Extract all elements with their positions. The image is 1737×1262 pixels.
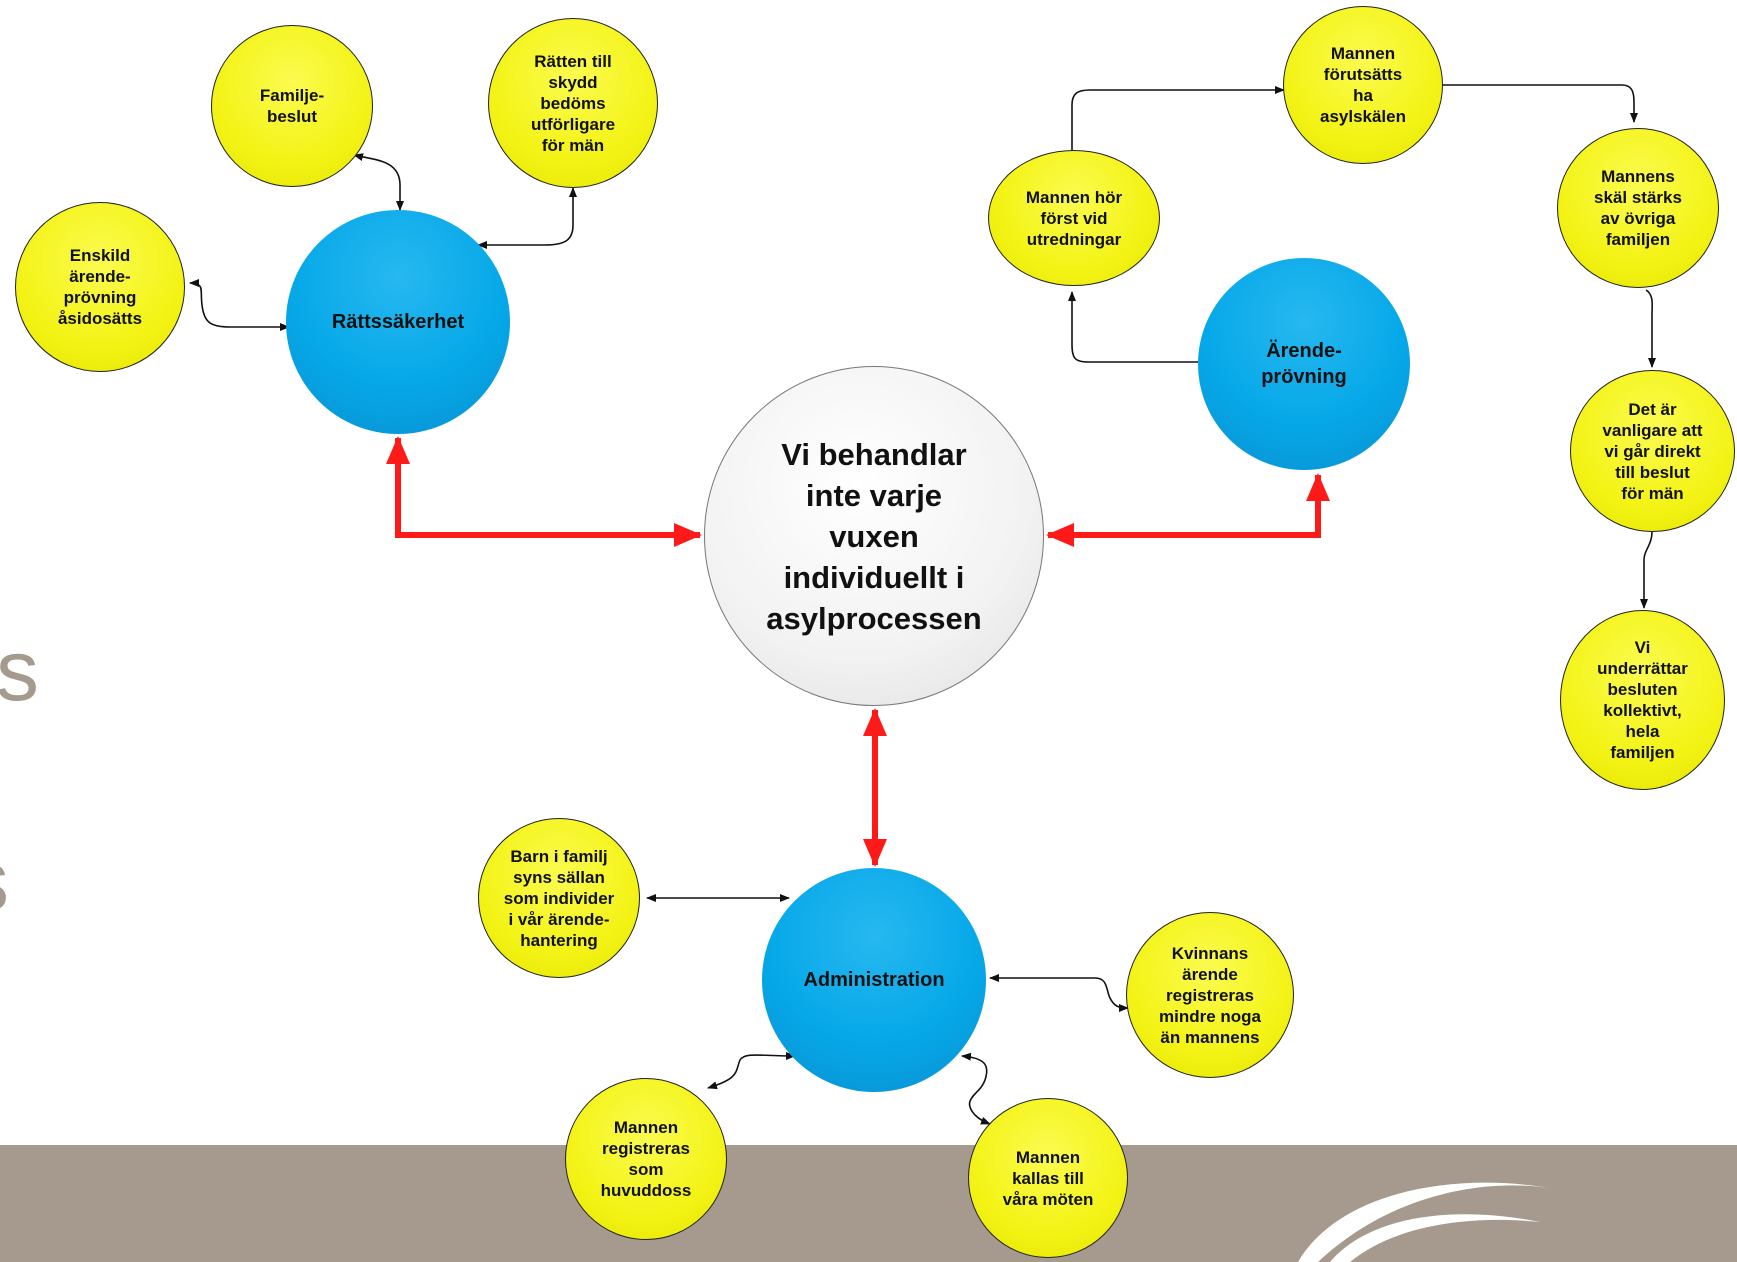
link-mannen-registreras — [707, 1051, 796, 1090]
hub-rattssakerhet[interactable]: Rättssäkerhet — [286, 210, 510, 434]
leaf-kvinnans-arende[interactable]: Kvinnans ärende registreras mindre noga … — [1126, 912, 1294, 1078]
hub-administration[interactable]: Administration — [762, 868, 986, 1092]
link-arende-mannen-hor — [1068, 291, 1198, 363]
leaf-mannen-hor-forst[interactable]: Mannen hör först vid utredningar — [988, 150, 1160, 286]
link-arendeprovning-center — [1046, 473, 1330, 547]
link-mannen-hor-forutsatts — [1071, 86, 1285, 158]
leaf-ratten-till-skydd[interactable]: Rätten till skydd bedöms utförligare för… — [488, 18, 658, 188]
link-kvinnans-arende — [989, 974, 1129, 1012]
leaf-underrattar[interactable]: Vi underrättar besluten kollektivt, hela… — [1560, 610, 1725, 790]
background-letter-1: s — [0, 623, 39, 719]
link-vanligare-underrattar — [1640, 531, 1653, 609]
leaf-vanligare-direkt[interactable]: Det är vanligare att vi går direkt till … — [1570, 370, 1735, 532]
link-enskild — [189, 279, 290, 331]
leaf-mannen-registreras[interactable]: Mannen registreras som huvuddoss — [565, 1078, 727, 1240]
link-ratten-till-skydd — [477, 187, 577, 249]
leaf-mannen-kallas[interactable]: Mannen kallas till våra möten — [968, 1098, 1128, 1258]
leaf-familjebeslut[interactable]: Familje- beslut — [211, 25, 373, 187]
center-node[interactable]: Vi behandlar inte varje vuxen individuel… — [704, 366, 1044, 706]
link-familjebeslut — [353, 153, 404, 211]
link-mannens-skal-vanligare — [1645, 289, 1656, 368]
leaf-barn-i-familj[interactable]: Barn i familj syns sällan som individer … — [478, 818, 640, 978]
leaf-mannen-forutsatts[interactable]: Mannen förutsätts ha asylskälen — [1283, 6, 1443, 164]
leaf-mannens-skal[interactable]: Mannens skäl stärks av övriga familjen — [1557, 128, 1719, 288]
hub-arendeprovning[interactable]: Ärende- prövning — [1198, 258, 1410, 470]
leaf-enskild-arendeprovning[interactable]: Enskild ärende- prövning åsidosätts — [15, 202, 185, 372]
link-forutsatts-mannens-skal — [1420, 84, 1638, 123]
link-mannen-kallas — [961, 1052, 991, 1125]
link-rattssakerhet-center — [386, 436, 702, 547]
background-letter-2: s — [0, 838, 9, 924]
